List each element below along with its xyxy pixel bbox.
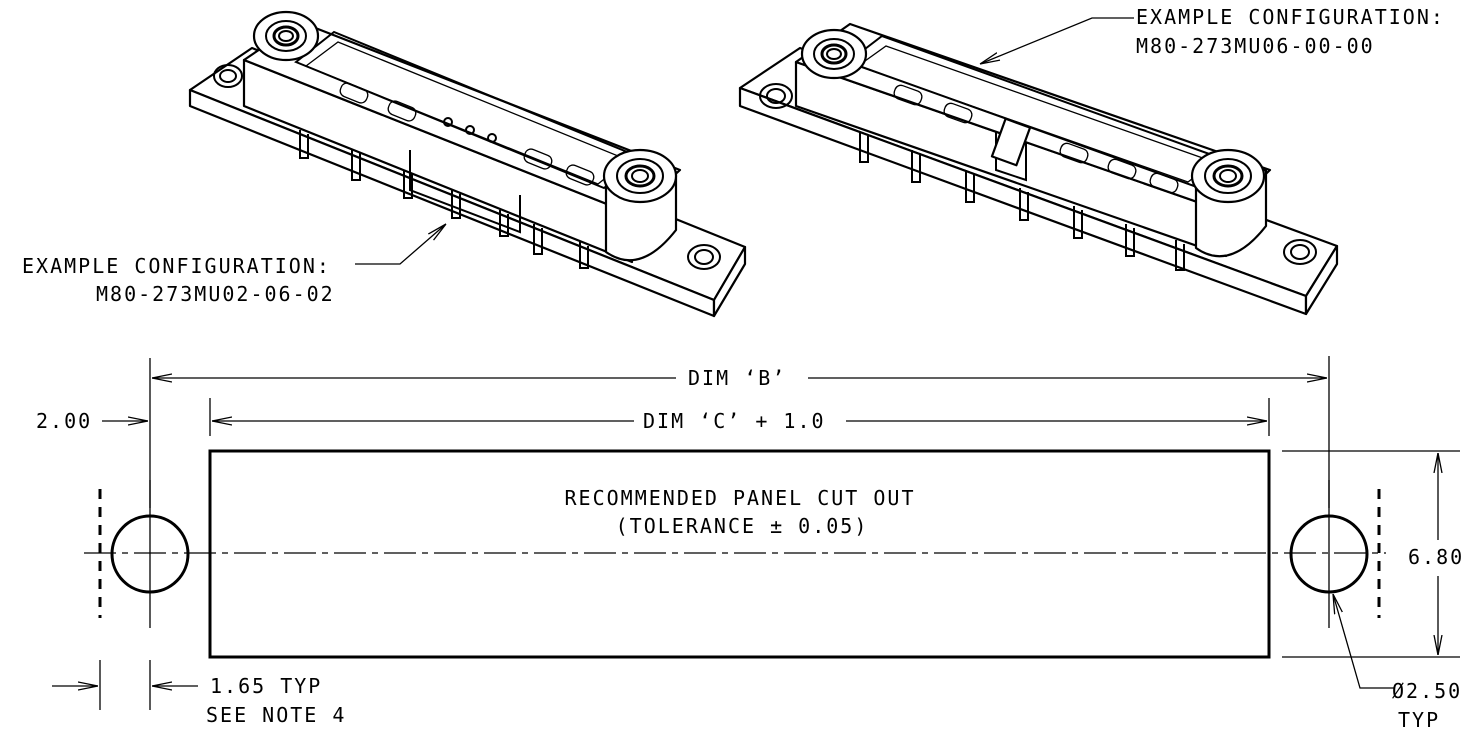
slot-width-dimension: 1.65 TYP [210,674,322,698]
dim-b-label: DIM ‘B’ [688,366,786,390]
left-connector-isometric [188,10,747,318]
height-dimension: 6.80 [1408,545,1464,569]
dim-c-label: DIM ‘C’ + 1.0 [643,409,826,433]
panel-cutout-view [52,356,1460,710]
right-connector-isometric [738,22,1339,316]
left-config-label: EXAMPLE CONFIGURATION: [22,254,331,278]
hole-typ-label: TYP [1398,708,1440,732]
cutout-title: RECOMMENDED PANEL CUT OUT [564,486,915,510]
cutout-rectangle [208,449,1271,659]
right-config-leader [980,17,1134,64]
left-config-part-number: M80-273MU02-06-02 [96,282,335,306]
hole-diameter-dimension: Ø2.50 [1392,679,1462,703]
cutout-tolerance: (TOLERANCE ± 0.05) [616,514,869,538]
offset-dimension: 2.00 [36,409,92,433]
right-config-part-number: M80-273MU06-00-00 [1136,34,1375,58]
left-config-leader [355,224,446,265]
see-note-label: SEE NOTE 4 [206,703,346,727]
right-config-label: EXAMPLE CONFIGURATION: [1136,5,1445,29]
